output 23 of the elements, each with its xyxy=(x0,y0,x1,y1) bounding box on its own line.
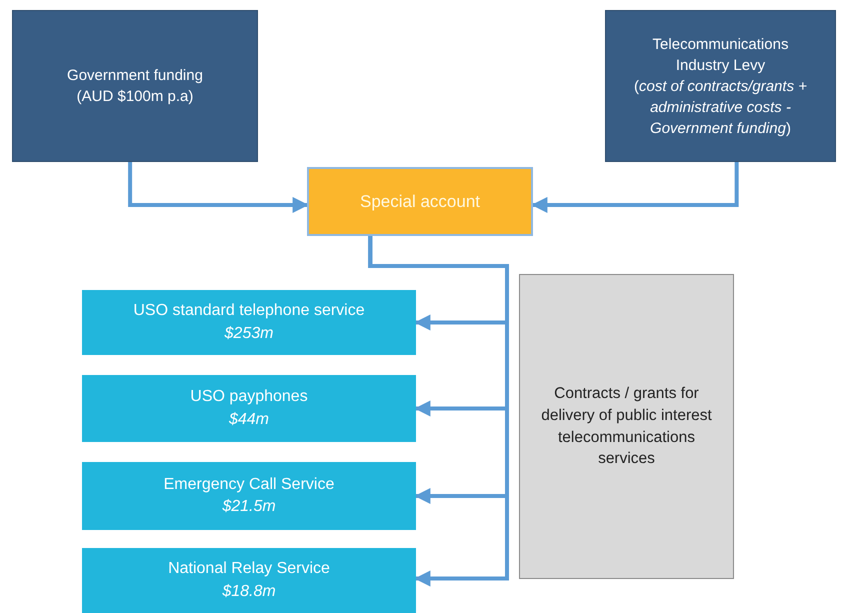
box-title: Government funding (AUD $100m p.a) xyxy=(66,66,204,107)
box-subtitle: $18.8m xyxy=(222,582,276,602)
service-box xyxy=(82,290,416,355)
account-box xyxy=(307,167,533,236)
box-title: National Relay Service xyxy=(168,559,330,580)
note-box xyxy=(519,274,734,579)
box-title: Special account xyxy=(360,190,480,213)
box-title: Contracts / grants for delivery of public interest telecommunications services xyxy=(540,384,713,470)
box-subtitle: $44m xyxy=(228,410,270,430)
box-subtitle: $253m xyxy=(224,324,274,344)
service-box xyxy=(82,375,416,442)
arrow xyxy=(531,162,739,213)
service-box xyxy=(82,462,416,530)
box-title: USO standard telephone service xyxy=(133,301,365,322)
service-box xyxy=(82,548,416,613)
box-title: Emergency Call Service xyxy=(164,474,334,495)
box-title: USO payphones xyxy=(190,387,308,408)
arrow xyxy=(368,236,509,587)
arrow xyxy=(128,162,309,213)
source-box xyxy=(605,10,836,162)
source-box xyxy=(12,10,258,162)
box-subtitle: (cost of contracts/grants + administrative costs - Government funding) xyxy=(633,76,808,138)
box-subtitle: $21.5m xyxy=(222,497,276,517)
